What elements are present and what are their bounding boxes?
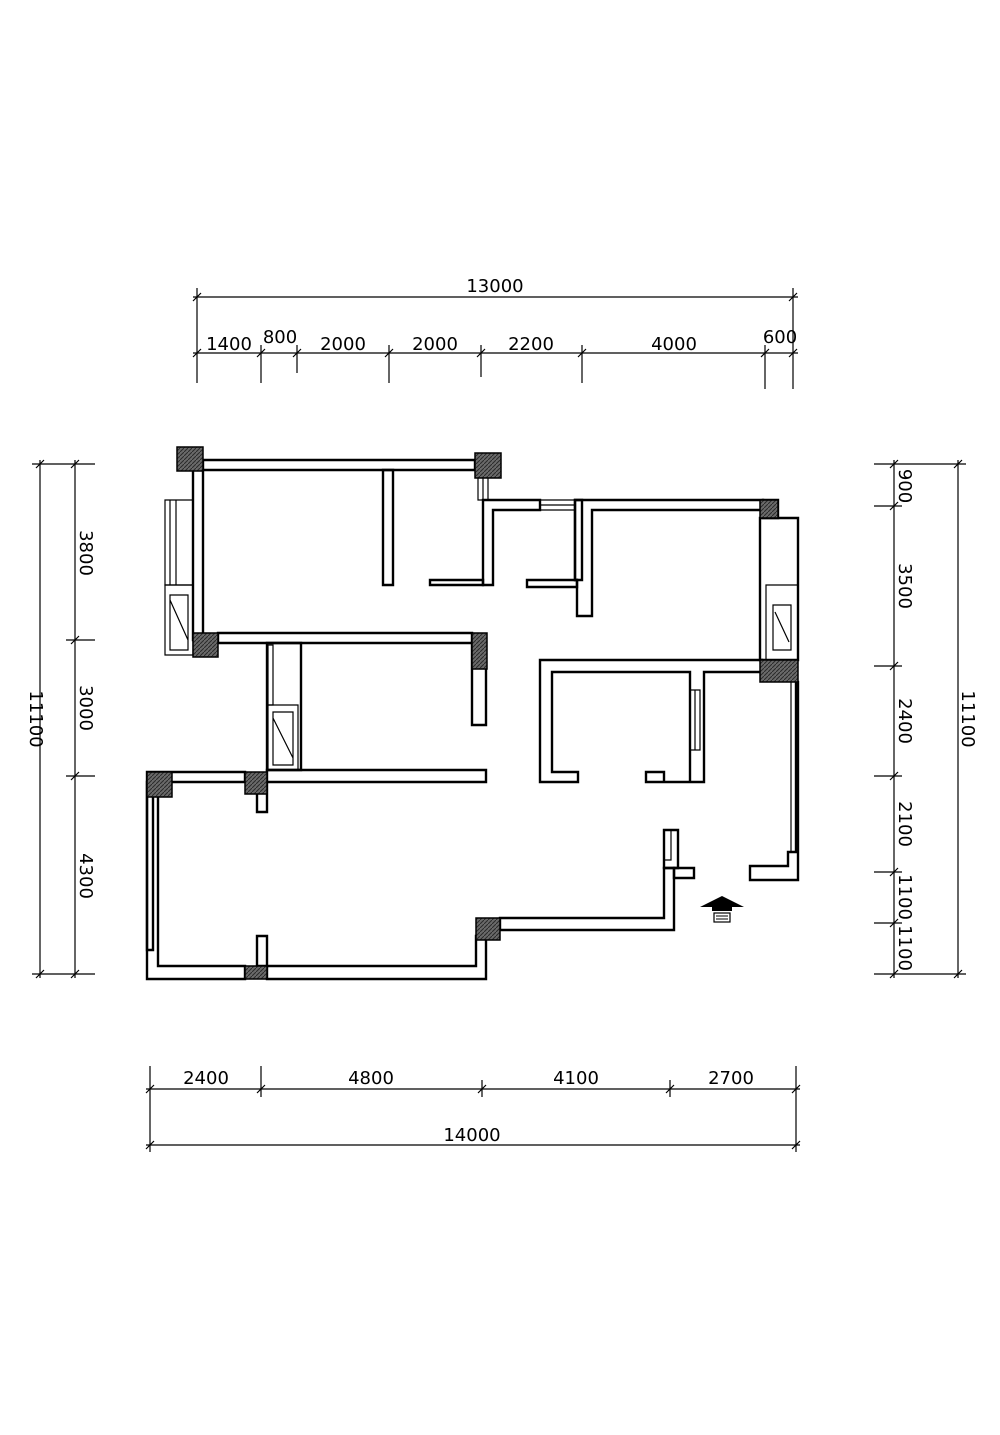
structural-column bbox=[759, 499, 779, 519]
left-seg-label: 4300 bbox=[75, 853, 96, 899]
structural-column bbox=[759, 659, 799, 683]
structural-column bbox=[244, 771, 268, 795]
right-total-label: 11100 bbox=[957, 690, 978, 747]
bottom-total-label: 14000 bbox=[443, 1125, 500, 1146]
structural-column bbox=[176, 446, 204, 472]
bottom-dimension-chain: 2400 4800 4100 2700 14000 bbox=[145, 1066, 801, 1152]
right-seg-label: 1100 bbox=[894, 874, 915, 920]
right-seg-label: 2100 bbox=[894, 801, 915, 847]
bottom-seg-label: 4800 bbox=[348, 1068, 394, 1089]
structural-column bbox=[475, 917, 501, 941]
bottom-seg-label: 4100 bbox=[553, 1068, 599, 1089]
right-seg-label: 900 bbox=[894, 469, 915, 503]
top-total-label: 13000 bbox=[466, 276, 523, 297]
structural-column bbox=[146, 771, 173, 798]
entrance-arrow-icon bbox=[700, 896, 744, 923]
top-seg-label: 2200 bbox=[508, 334, 554, 355]
top-seg-label: 2000 bbox=[320, 334, 366, 355]
structural-column bbox=[471, 632, 488, 670]
left-seg-label: 3800 bbox=[75, 530, 96, 576]
left-seg-label: 3000 bbox=[75, 685, 96, 731]
top-seg-label: 1400 bbox=[206, 334, 252, 355]
left-total-label: 11100 bbox=[25, 690, 46, 747]
top-seg-label: 4000 bbox=[651, 334, 697, 355]
bottom-seg-label: 2700 bbox=[708, 1068, 754, 1089]
structural-column bbox=[244, 965, 268, 980]
right-seg-label: 2400 bbox=[894, 698, 915, 744]
top-seg-label: 800 bbox=[263, 327, 297, 348]
top-seg-label: 2000 bbox=[412, 334, 458, 355]
top-dimension-chain: 13000 1400 800 2000 2000 2200 4000 600 bbox=[192, 276, 798, 389]
structural-column bbox=[192, 632, 219, 658]
left-dimension-chain: 11100 3800 3000 4300 bbox=[25, 459, 96, 979]
structural-column bbox=[474, 452, 502, 479]
columns bbox=[146, 446, 799, 980]
top-seg-label: 600 bbox=[763, 327, 797, 348]
right-dimension-chain: 900 3500 2400 2100 1100 1100 11100 bbox=[874, 459, 978, 979]
bottom-seg-label: 2400 bbox=[183, 1068, 229, 1089]
right-seg-label: 3500 bbox=[894, 563, 915, 609]
right-seg-label: 1100 bbox=[894, 925, 915, 971]
